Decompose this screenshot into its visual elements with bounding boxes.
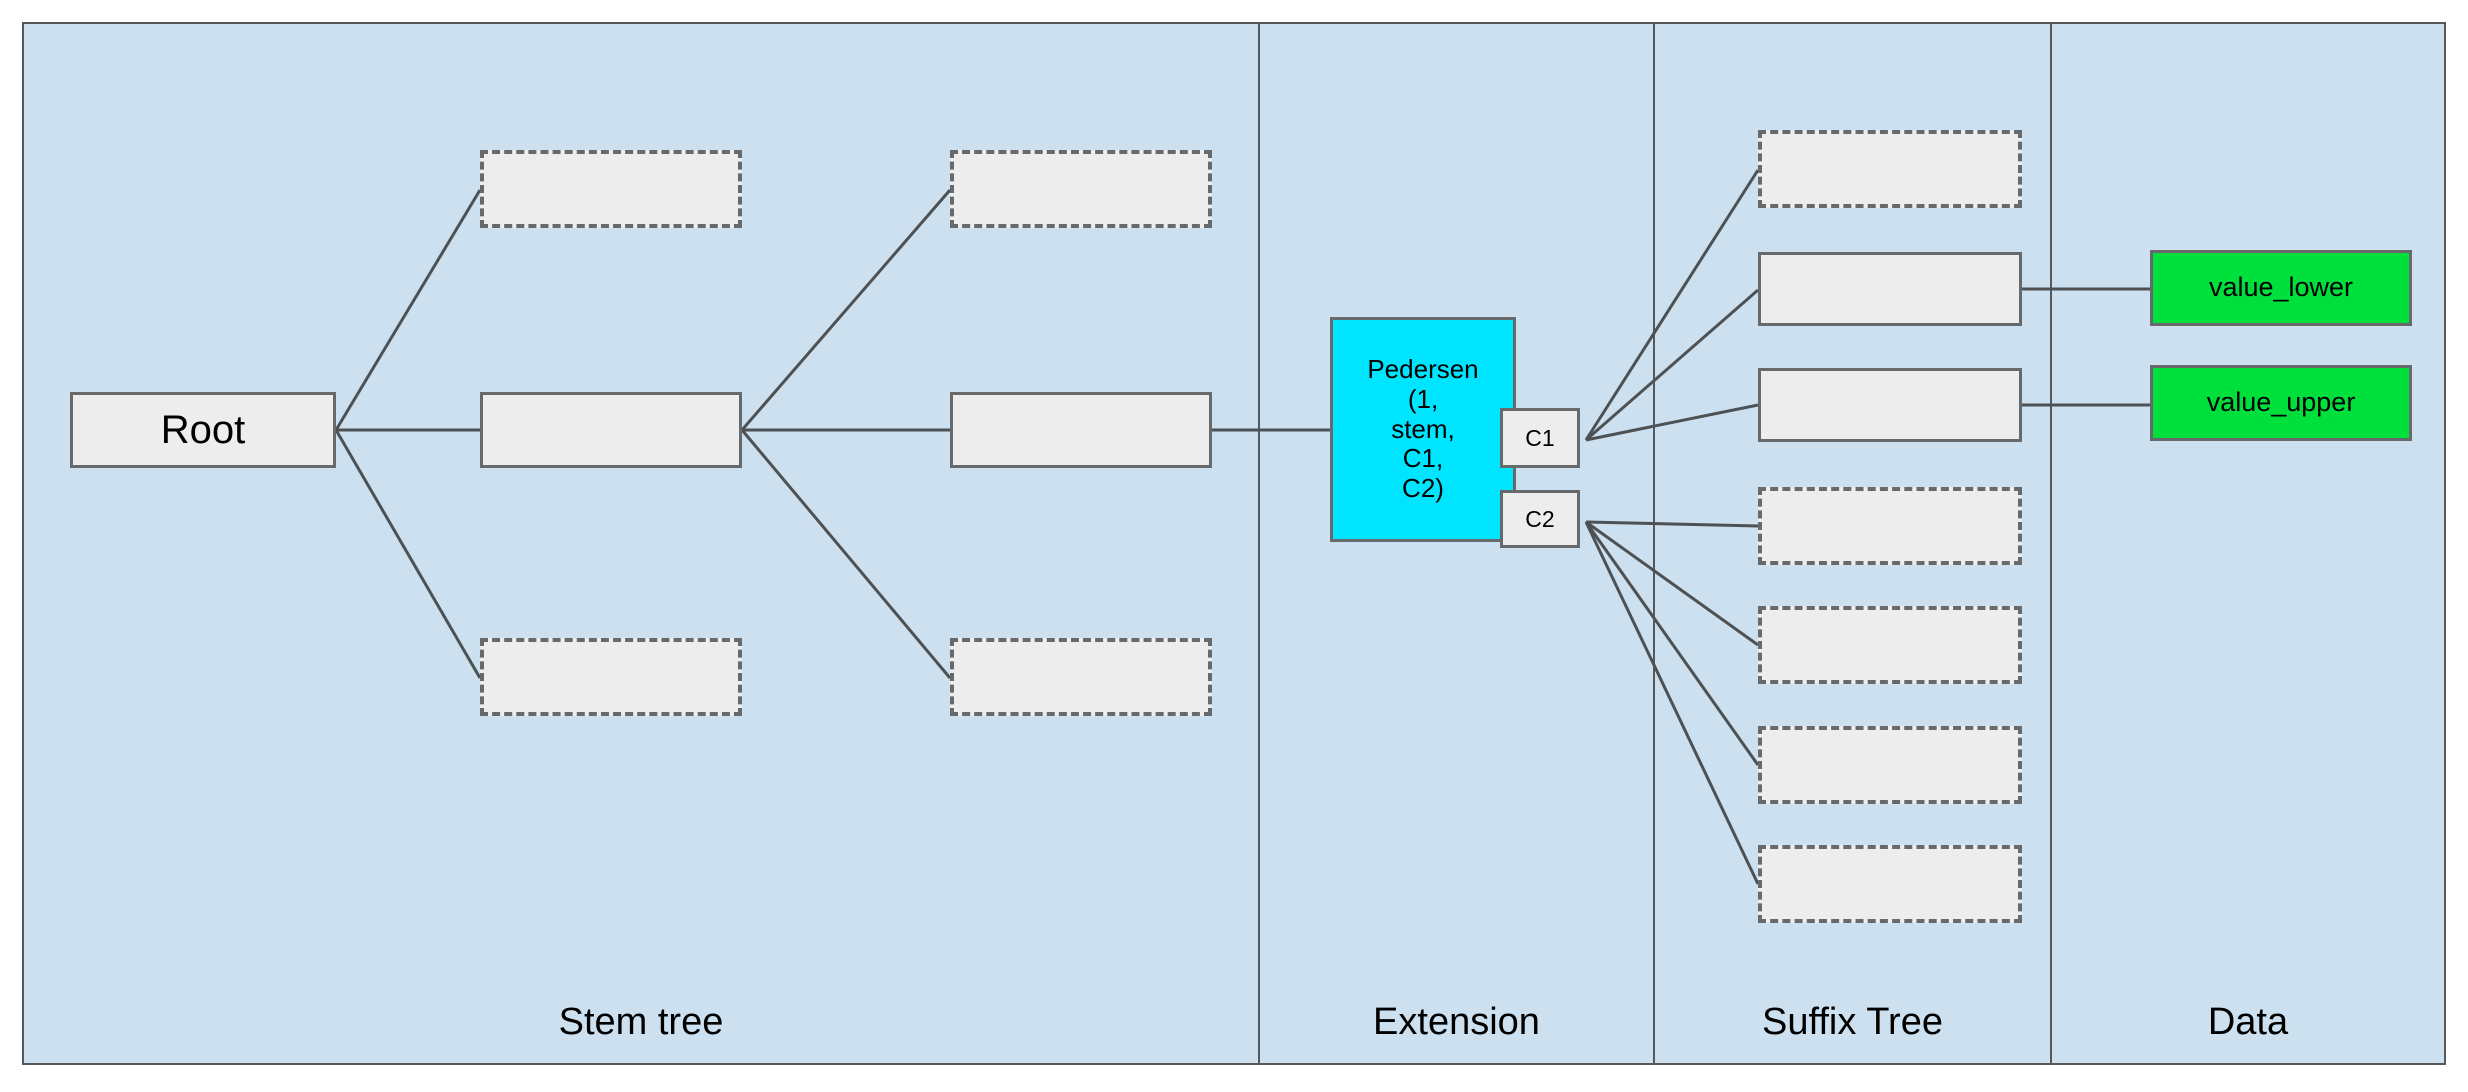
node-suffix-3[interactable] [1758, 368, 2022, 442]
panel-label-extension: Extension [1373, 1001, 1540, 1043]
node-stem-l1-mid[interactable] [480, 392, 742, 468]
node-c2[interactable]: C2 [1500, 490, 1580, 548]
node-pedersen-label: Pedersen (1, stem, C1, C2) [1367, 353, 1479, 504]
node-stem-l1-bottom[interactable] [480, 638, 742, 716]
node-value-lower-label: value_lower [2208, 272, 2354, 303]
node-pedersen-commitment[interactable]: Pedersen (1, stem, C1, C2) [1330, 317, 1516, 542]
node-stem-l1-top[interactable] [480, 150, 742, 228]
node-value-upper-label: value_upper [2206, 387, 2356, 418]
node-suffix-2[interactable] [1758, 252, 2022, 326]
panel-data: Data [2052, 22, 2446, 1065]
panel-label-stem-tree: Stem tree [558, 1001, 724, 1043]
node-suffix-7[interactable] [1758, 845, 2022, 923]
node-suffix-1[interactable] [1758, 130, 2022, 208]
panel-label-suffix-tree: Suffix Tree [1762, 1001, 1943, 1043]
node-suffix-6[interactable] [1758, 726, 2022, 804]
node-c1[interactable]: C1 [1500, 408, 1580, 468]
panel-label-data: Data [2207, 1001, 2289, 1043]
node-stem-l2-mid[interactable] [950, 392, 1212, 468]
node-value-upper[interactable]: value_upper [2150, 365, 2412, 441]
panel-extension: Extension [1260, 22, 1655, 1065]
node-stem-l2-bottom[interactable] [950, 638, 1212, 716]
node-suffix-5[interactable] [1758, 606, 2022, 684]
node-c1-label: C1 [1525, 424, 1555, 451]
node-c2-label: C2 [1525, 505, 1555, 532]
node-root-label: Root [160, 408, 246, 452]
node-root[interactable]: Root [70, 392, 336, 468]
node-stem-l2-top[interactable] [950, 150, 1212, 228]
node-suffix-4[interactable] [1758, 487, 2022, 565]
node-value-lower[interactable]: value_lower [2150, 250, 2412, 326]
